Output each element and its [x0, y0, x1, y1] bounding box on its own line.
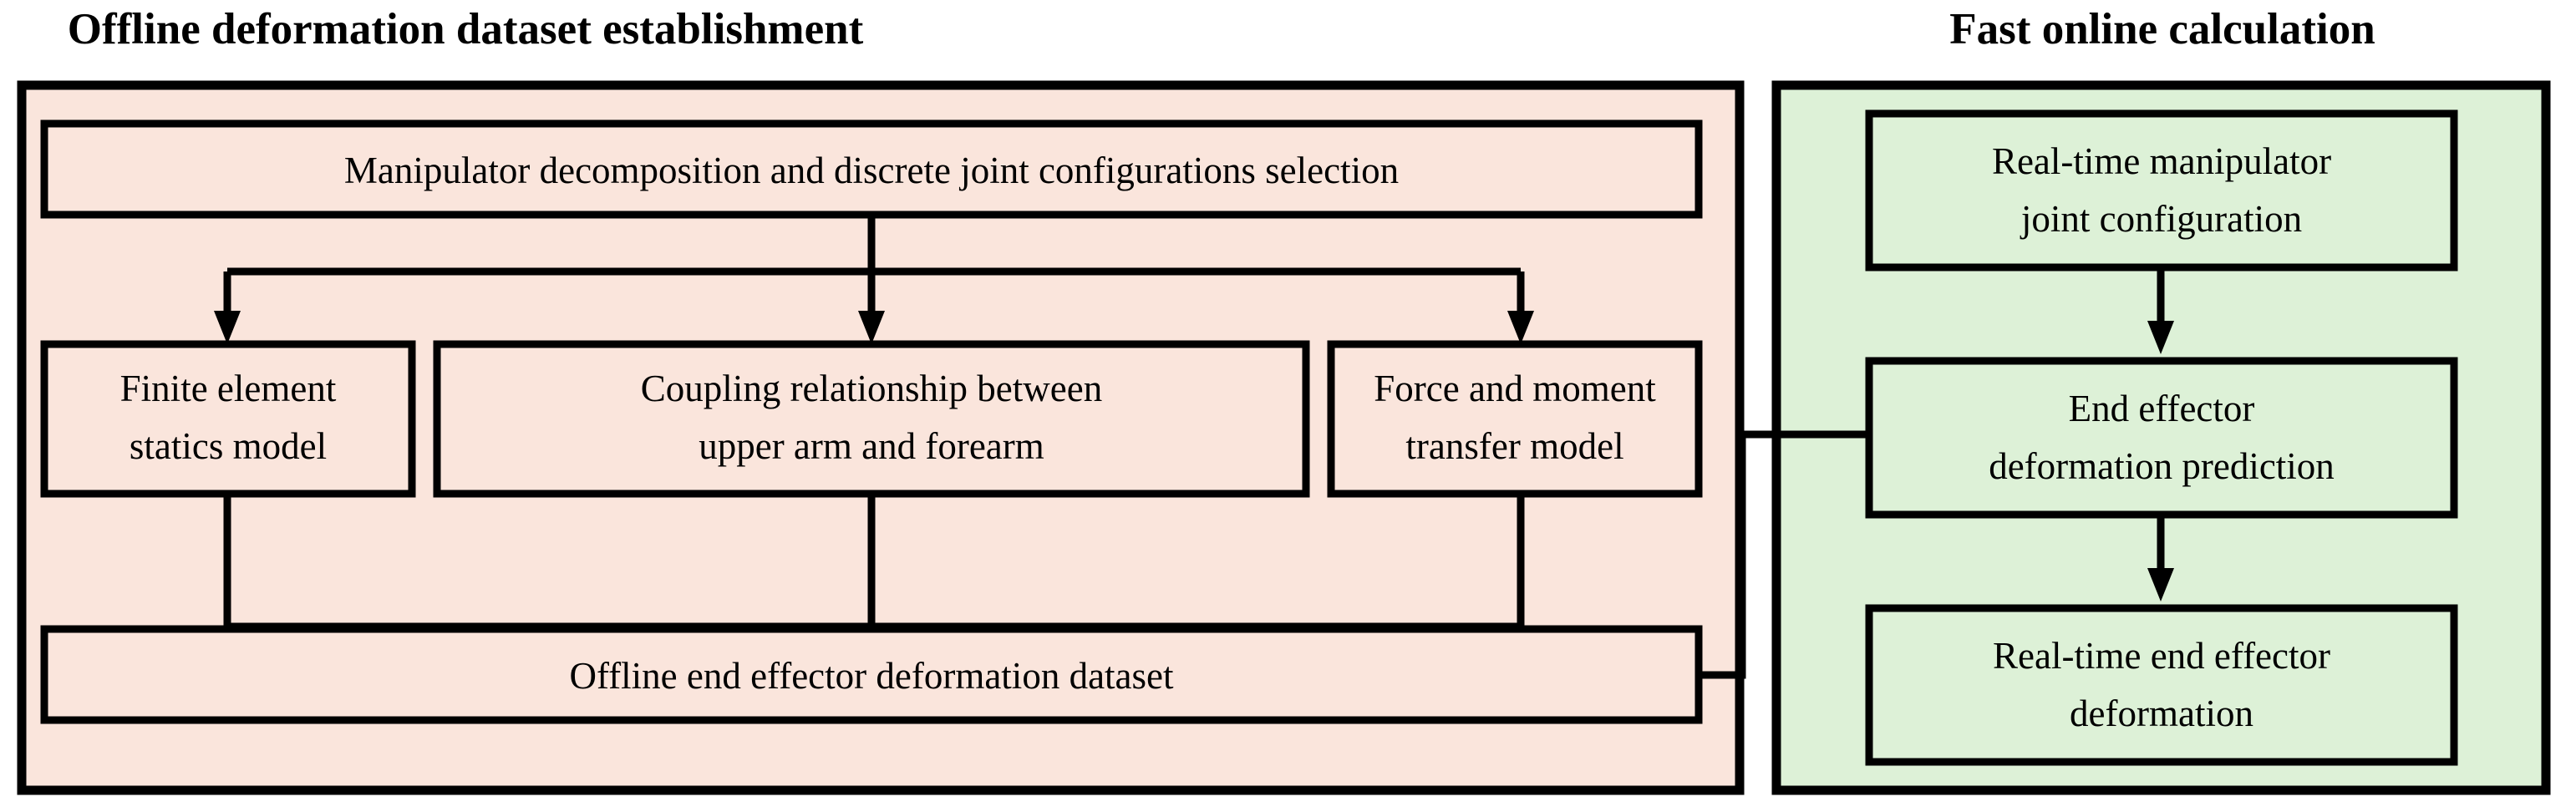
node-offline-end-effector-deformation-dataset: Offline end effector deformation dataset: [40, 625, 1703, 724]
node-box-decomposition: [40, 119, 1703, 219]
node-label-transfer-line2: transfer model: [1405, 425, 1623, 467]
connector-jointconfig-to-prediction: [2147, 267, 2174, 354]
node-realtime-end-effector-deformation: Real-time end effector deformation: [1865, 604, 2458, 766]
node-label-deformation-line1: Real-time end effector: [1993, 635, 2330, 677]
node-label-coupling-line2: upper arm and forearm: [699, 425, 1044, 467]
node-box-prediction: [1865, 357, 2458, 519]
node-label-prediction-line1: End effector: [2069, 388, 2255, 429]
node-force-moment-transfer-model: Force and moment transfer model: [1327, 340, 1703, 498]
node-label-dataset-line1: Offline end effector deformation dataset: [569, 655, 1174, 697]
node-label-joint-config-line1: Real-time manipulator: [1992, 140, 2331, 182]
connector-decomposition-split: [214, 215, 1534, 344]
node-box-transfer: [1327, 340, 1703, 498]
node-label-decomposition-line1: Manipulator decomposition and discrete j…: [344, 150, 1399, 191]
node-finite-element-statics-model: Finite element statics model: [40, 340, 416, 498]
node-label-joint-config-line2: joint configuration: [2020, 198, 2302, 240]
connector-prediction-to-deformation: [2147, 515, 2174, 601]
panel-title-online: Fast online calculation: [1949, 5, 2375, 53]
panel-title-offline: Offline deformation dataset establishmen…: [68, 5, 864, 53]
node-box-deformation: [1865, 604, 2458, 766]
node-end-effector-deformation-prediction: End effector deformation prediction: [1865, 357, 2458, 519]
node-box-dataset: [40, 625, 1703, 724]
node-box-joint-config: [1865, 109, 2458, 272]
node-manipulator-decomposition: Manipulator decomposition and discrete j…: [40, 119, 1703, 219]
node-box-fem: [40, 340, 416, 498]
node-box-coupling: [433, 340, 1310, 498]
node-label-transfer-line1: Force and moment: [1374, 368, 1656, 409]
node-realtime-manipulator-joint-configuration: Real-time manipulator joint configuratio…: [1865, 109, 2458, 272]
node-label-fem-line1: Finite element: [120, 368, 337, 409]
node-label-deformation-line2: deformation: [2070, 693, 2253, 734]
node-label-fem-line2: statics model: [130, 425, 327, 467]
node-label-prediction-line2: deformation prediction: [1989, 445, 2335, 487]
node-coupling-relationship: Coupling relationship between upper arm …: [433, 340, 1310, 498]
node-label-coupling-line1: Coupling relationship between: [641, 368, 1102, 409]
